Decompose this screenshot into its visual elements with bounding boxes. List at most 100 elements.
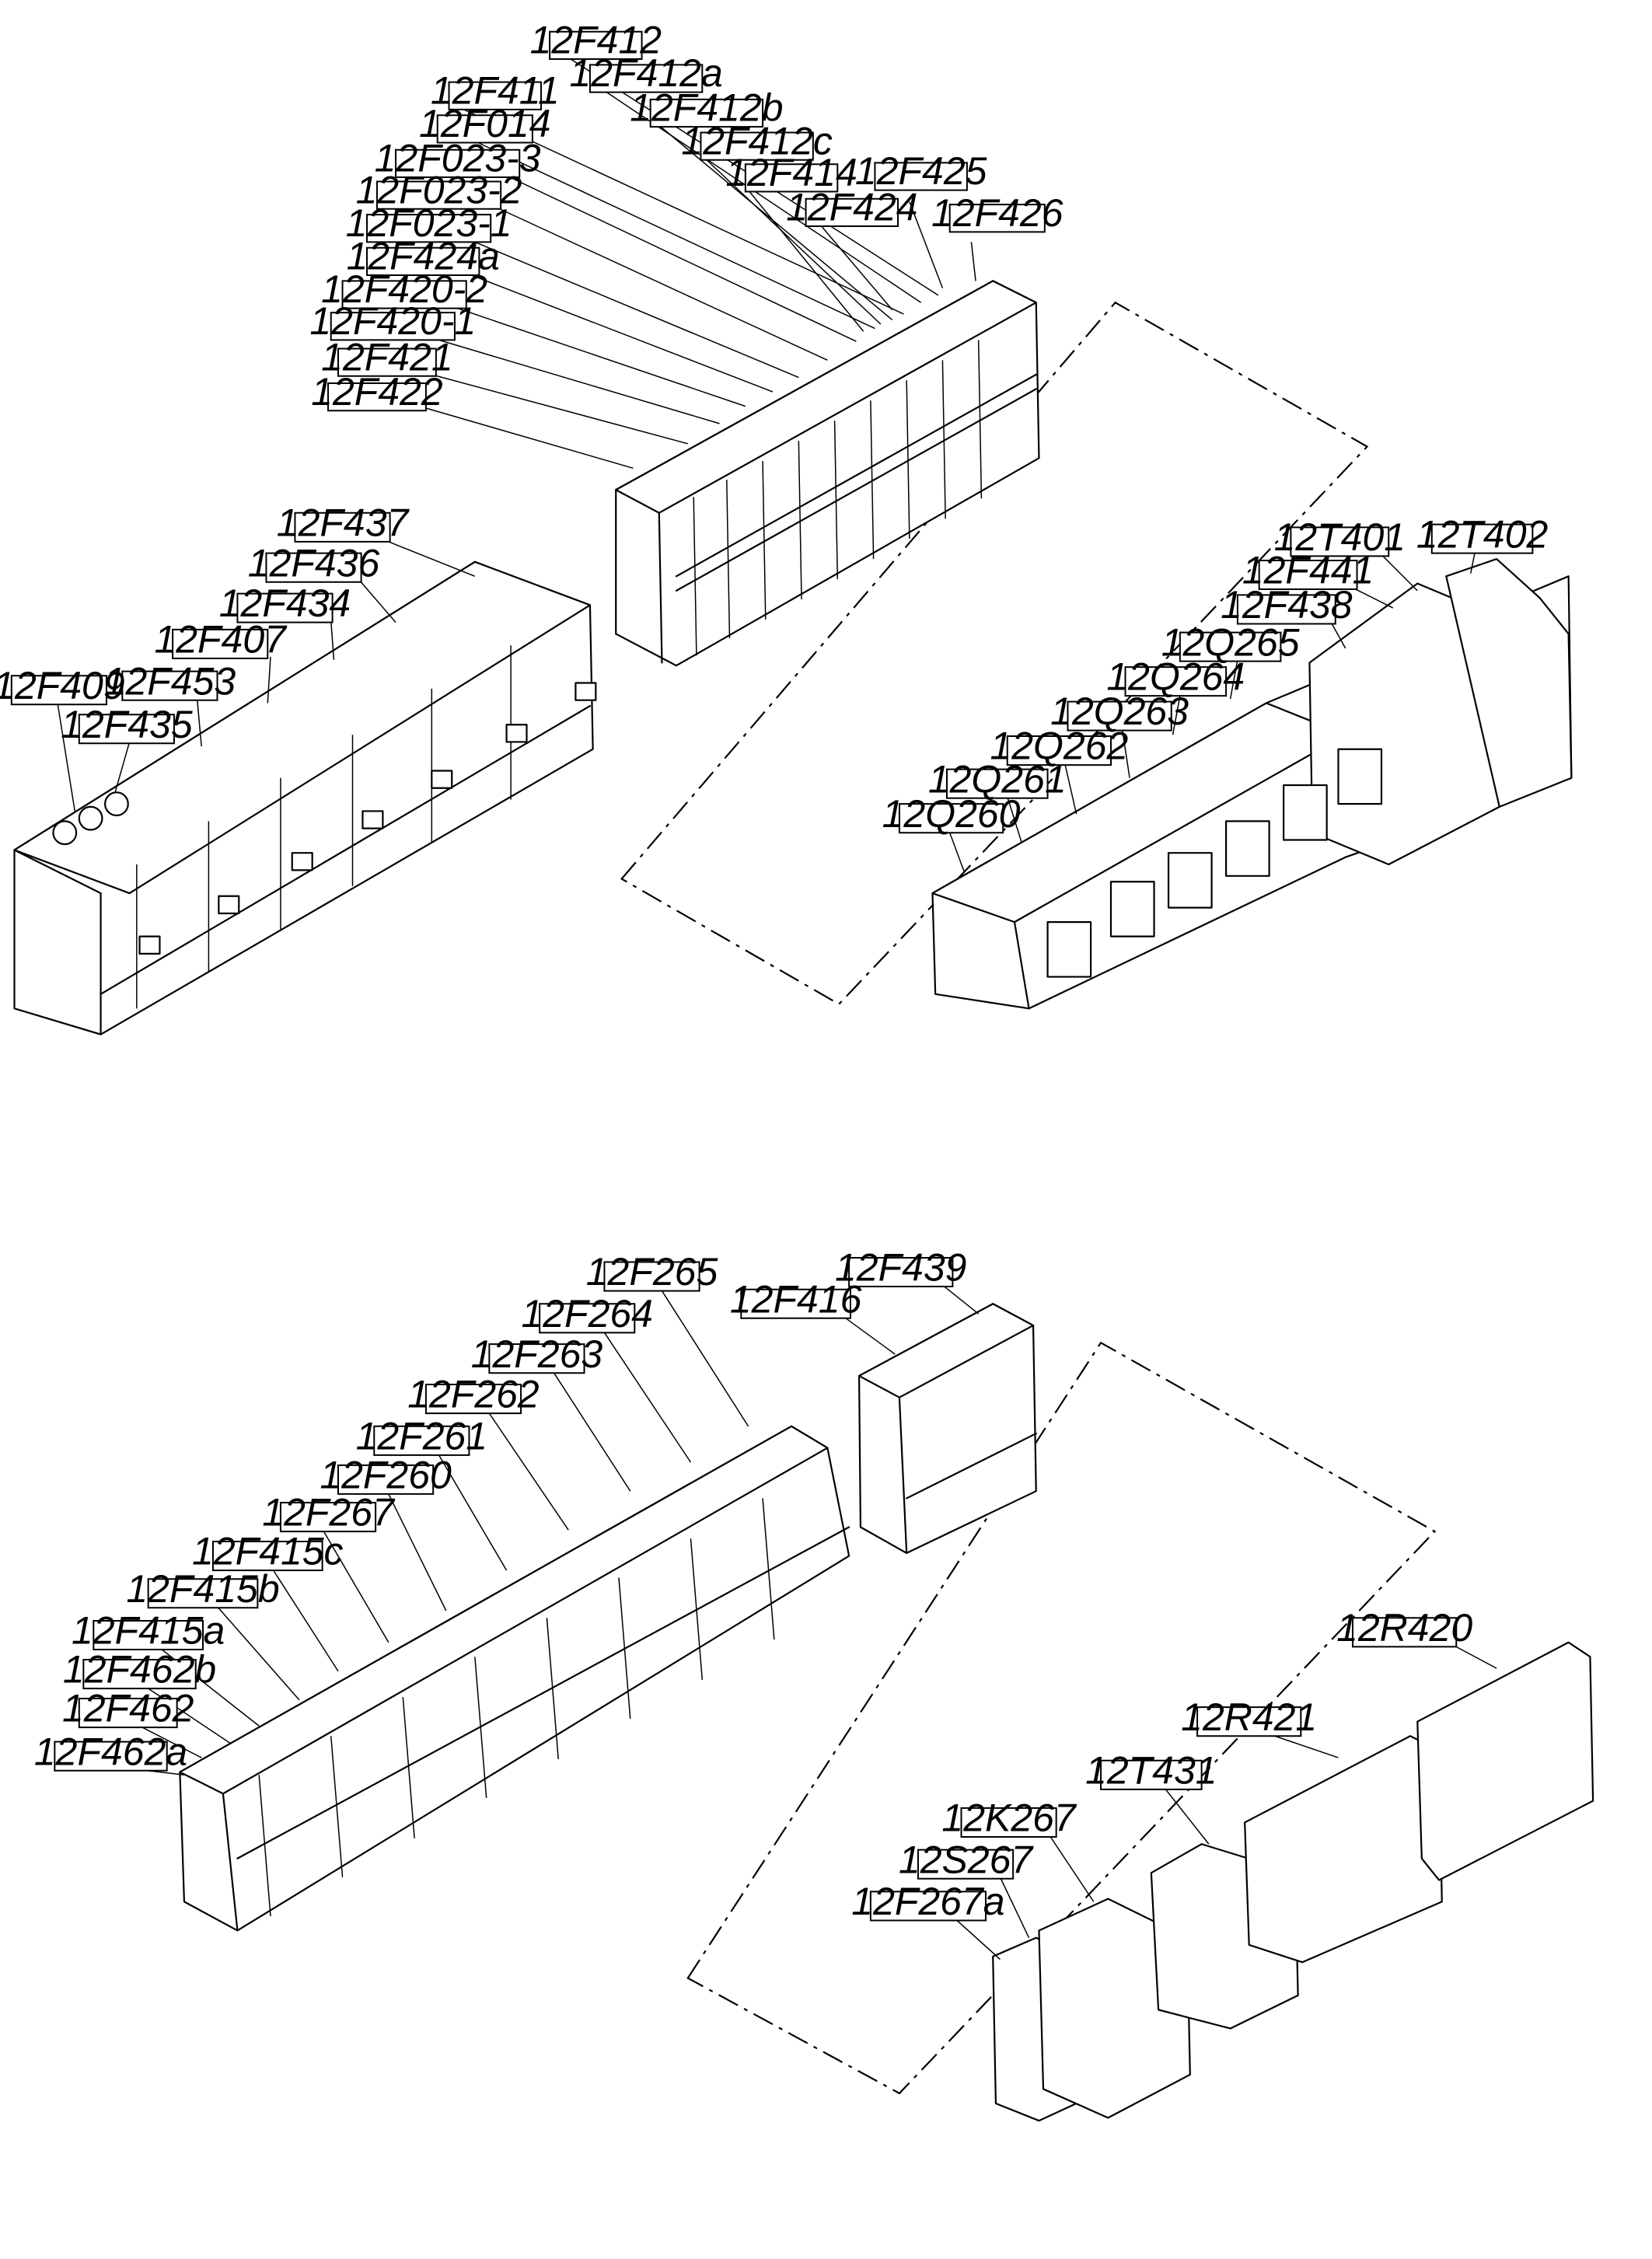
tag-12F435: 12F435 xyxy=(61,703,193,746)
tag-12T431: 12T431 xyxy=(1085,1748,1217,1792)
tag-12F415b: 12F415b xyxy=(126,1567,279,1611)
svg-text:12F439: 12F439 xyxy=(835,1246,966,1290)
svg-text:12F023-2: 12F023-2 xyxy=(356,168,522,211)
tag-12F409: 12F409 xyxy=(0,664,125,707)
svg-text:12F414: 12F414 xyxy=(725,151,857,194)
upper-left-mcb-row xyxy=(15,562,596,1035)
tag-12F420-2: 12F420-2 xyxy=(321,267,487,311)
svg-text:12Q262: 12Q262 xyxy=(990,724,1128,768)
svg-text:12F415a: 12F415a xyxy=(72,1609,225,1653)
svg-text:12F426: 12F426 xyxy=(931,191,1063,235)
svg-text:12F412a: 12F412a xyxy=(569,51,722,95)
svg-text:12F023-3: 12F023-3 xyxy=(375,137,541,180)
tag-12F412: 12F412 xyxy=(530,19,662,62)
tag-12F426: 12F426 xyxy=(931,191,1063,235)
tag-12T402: 12T402 xyxy=(1416,512,1549,556)
tag-12F023-1: 12F023-1 xyxy=(346,201,512,245)
svg-text:12K267: 12K267 xyxy=(941,1796,1077,1840)
tag-12F261: 12F261 xyxy=(356,1414,487,1458)
svg-text:12F462a: 12F462a xyxy=(34,1730,187,1773)
tag-12F414: 12F414 xyxy=(725,151,857,194)
tag-12Q260: 12Q260 xyxy=(882,792,1021,836)
svg-text:12F424a: 12F424a xyxy=(347,235,500,278)
tags-lower-left: 12F265 12F264 12F263 12F262 12F261 12F26… xyxy=(34,1250,718,1773)
tag-12F453: 12F453 xyxy=(104,659,236,703)
tag-12F014: 12F014 xyxy=(419,102,550,145)
svg-text:12R421: 12R421 xyxy=(1181,1695,1317,1739)
svg-text:12F441: 12F441 xyxy=(1242,549,1374,592)
tag-12F260: 12F260 xyxy=(320,1453,452,1496)
tag-12F437: 12F437 xyxy=(277,501,410,544)
tag-12F412a: 12F412a xyxy=(569,51,722,95)
svg-text:12F264: 12F264 xyxy=(521,1292,652,1335)
svg-text:12F437: 12F437 xyxy=(277,501,410,544)
svg-text:12F420-2: 12F420-2 xyxy=(321,267,487,311)
tag-12F412b: 12F412b xyxy=(630,86,783,130)
lower-center-mcb-group xyxy=(859,1304,1036,1553)
lower-right-relay-group xyxy=(993,1643,1593,2121)
tag-12F462a: 12F462a xyxy=(34,1730,187,1773)
svg-text:12F415c: 12F415c xyxy=(192,1530,343,1573)
svg-text:12R420: 12R420 xyxy=(1336,1606,1472,1650)
svg-text:12F262: 12F262 xyxy=(407,1373,540,1416)
svg-text:12F409: 12F409 xyxy=(0,664,125,707)
svg-text:12F267a: 12F267a xyxy=(851,1880,1004,1923)
svg-text:12F436: 12F436 xyxy=(248,541,380,585)
tag-12F265: 12F265 xyxy=(586,1250,718,1294)
tag-12K267: 12K267 xyxy=(941,1796,1077,1840)
svg-text:12F435: 12F435 xyxy=(61,703,193,746)
tag-12R420: 12R420 xyxy=(1336,1606,1472,1650)
svg-text:12F412: 12F412 xyxy=(530,19,662,62)
tags-upper-center: 12F412 12F412a 12F411 12F412b 12F014 12F… xyxy=(309,19,1063,414)
svg-text:12F267: 12F267 xyxy=(262,1491,396,1535)
svg-text:12Q263: 12Q263 xyxy=(1050,690,1189,733)
mounting-area-lower xyxy=(688,1342,1435,2093)
upper-center-mcb-row xyxy=(616,281,1039,665)
leader-lines xyxy=(58,58,1497,1959)
tag-12F441: 12F441 xyxy=(1242,549,1374,592)
svg-text:12F421: 12F421 xyxy=(321,335,452,379)
tag-12F425: 12F425 xyxy=(855,149,987,193)
svg-text:12F424: 12F424 xyxy=(786,186,917,229)
tag-12F023-2: 12F023-2 xyxy=(356,168,522,211)
tag-12Q264: 12Q264 xyxy=(1106,655,1245,699)
tag-12T401: 12T401 xyxy=(1274,515,1406,559)
tag-12F412c: 12F412c xyxy=(681,119,832,162)
svg-text:12F023-1: 12F023-1 xyxy=(346,201,512,245)
tag-12F411: 12F411 xyxy=(431,68,560,112)
svg-text:12F415b: 12F415b xyxy=(126,1567,279,1611)
tags-upper-left: 12F437 12F436 12F434 12F407 12F453 12F40… xyxy=(0,501,410,745)
tag-12F462: 12F462 xyxy=(62,1687,194,1730)
svg-text:12F462: 12F462 xyxy=(62,1687,194,1730)
svg-text:12F261: 12F261 xyxy=(356,1414,487,1458)
svg-text:12Q264: 12Q264 xyxy=(1106,655,1245,699)
tag-12F462b: 12F462b xyxy=(63,1648,216,1692)
svg-text:12T401: 12T401 xyxy=(1274,515,1406,559)
svg-text:12F407: 12F407 xyxy=(154,618,288,662)
tag-12F439: 12F439 xyxy=(835,1246,966,1290)
svg-text:12F422: 12F422 xyxy=(311,370,443,414)
svg-text:12Q261: 12Q261 xyxy=(928,757,1067,801)
tag-12Q263: 12Q263 xyxy=(1050,690,1189,733)
tag-12F267a: 12F267a xyxy=(851,1880,1004,1923)
tag-12F415c: 12F415c xyxy=(192,1530,343,1573)
svg-text:12F462b: 12F462b xyxy=(63,1648,216,1692)
svg-text:12F412b: 12F412b xyxy=(630,86,783,130)
svg-text:12F260: 12F260 xyxy=(320,1453,452,1496)
svg-text:12F265: 12F265 xyxy=(586,1250,718,1294)
tag-12F262: 12F262 xyxy=(407,1373,540,1416)
svg-text:12F411: 12F411 xyxy=(431,68,560,112)
tag-12F263: 12F263 xyxy=(471,1332,603,1376)
svg-text:12Q265: 12Q265 xyxy=(1161,620,1300,664)
upper-right-contactor-row xyxy=(932,559,1571,1008)
tag-12F421: 12F421 xyxy=(321,335,452,379)
tags-lower-right: 12R420 12R421 12T431 12K267 12S267 12F26… xyxy=(851,1606,1472,1923)
tag-12Q262: 12Q262 xyxy=(990,724,1128,768)
svg-text:12T402: 12T402 xyxy=(1416,512,1549,556)
tags-lower-center: 12F439 12F416 xyxy=(730,1246,967,1322)
tag-12F023-3: 12F023-3 xyxy=(375,137,541,180)
svg-text:12F420-1: 12F420-1 xyxy=(309,299,476,343)
tag-12F434: 12F434 xyxy=(219,581,351,625)
tag-12F415a: 12F415a xyxy=(72,1609,225,1653)
